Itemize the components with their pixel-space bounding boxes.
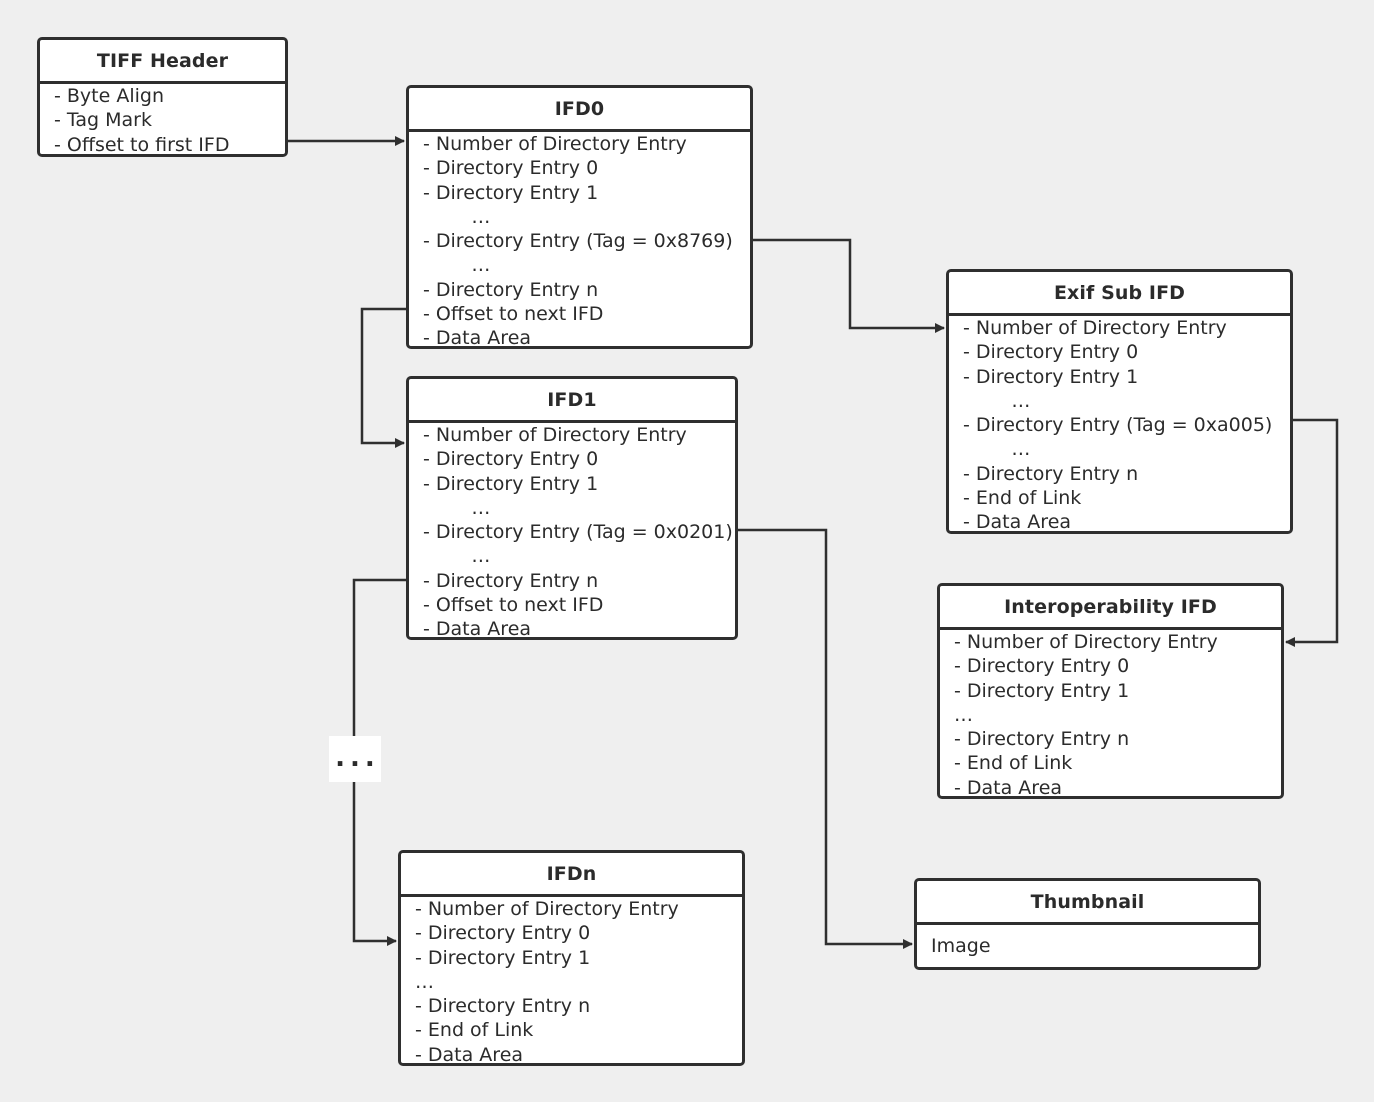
ifd1-field: … <box>423 496 491 519</box>
arrow-exif-sub-ifd-to-interoperability-ifd <box>1285 418 1339 647</box>
exif-sub-ifd-fields: - Number of Directory Entry - Directory … <box>949 316 1290 534</box>
tiff-header-box: TIFF Header - Byte Align - Tag Mark - Of… <box>37 37 288 157</box>
exif-sub-ifd-field: … <box>963 389 1031 412</box>
tiff-header-field: - Tag Mark <box>54 109 152 132</box>
arrow-ifd0-to-exif-sub-ifd <box>751 238 945 333</box>
interoperability-ifd-field: - Directory Entry n <box>954 728 1130 751</box>
exif-sub-ifd-field: - End of Link <box>963 487 1082 510</box>
tiff-header-field: - Byte Align <box>54 85 165 107</box>
ifd0-field: - Directory Entry n <box>423 278 599 301</box>
ifd1-field: - Directory Entry (Tag = 0x0201) <box>423 521 733 544</box>
exif-sub-ifd-field: - Directory Entry 0 <box>963 341 1139 364</box>
interoperability-ifd-title: Interoperability IFD <box>940 586 1281 630</box>
ifd1-field: - Offset to next IFD <box>423 594 604 617</box>
ellipsis-label: ... <box>329 736 381 782</box>
ifd0-field: … <box>423 254 491 277</box>
interoperability-ifd-field: - Data Area <box>954 776 1063 799</box>
ellipsis-text: ... <box>335 743 380 773</box>
ifdn-field: - Number of Directory Entry <box>415 898 679 920</box>
ifd1-field: - Data Area <box>423 618 532 640</box>
ifd1-fields: - Number of Directory Entry - Directory … <box>409 423 735 640</box>
ifdn-field: - Directory Entry 0 <box>415 922 591 945</box>
thumbnail-field: Image <box>931 935 991 957</box>
ifdn-box: IFDn - Number of Directory Entry - Direc… <box>398 850 745 1066</box>
exif-sub-ifd-field: - Directory Entry 1 <box>963 365 1139 388</box>
ifd1-title: IFD1 <box>409 379 735 423</box>
ifdn-field: - Directory Entry 1 <box>415 946 591 969</box>
interoperability-ifd-field: - Directory Entry 0 <box>954 655 1130 678</box>
interoperability-ifd-field: - Directory Entry 1 <box>954 679 1130 702</box>
ifd1-field: - Directory Entry n <box>423 569 599 592</box>
interoperability-ifd-fields: - Number of Directory Entry - Directory … <box>940 630 1281 799</box>
interoperability-ifd-field: - Number of Directory Entry <box>954 631 1218 653</box>
ifdn-field: … <box>415 970 434 993</box>
ifd0-field: - Number of Directory Entry <box>423 133 687 155</box>
ifd0-box: IFD0 - Number of Directory Entry - Direc… <box>406 85 753 349</box>
interoperability-ifd-field: - End of Link <box>954 752 1073 775</box>
tiff-header-field: - Offset to first IFD <box>54 133 230 156</box>
ifd0-field: - Directory Entry 0 <box>423 157 599 180</box>
ifd0-field: … <box>423 205 491 228</box>
ifdn-field: - Data Area <box>415 1043 524 1066</box>
tiff-header-fields: - Byte Align - Tag Mark - Offset to firs… <box>40 84 285 156</box>
arrow-ifd0-to-ifd1 <box>360 307 408 448</box>
ifd0-field: - Offset to next IFD <box>423 303 604 326</box>
ifd0-field: - Data Area <box>423 327 532 349</box>
ifd0-fields: - Number of Directory Entry - Directory … <box>409 132 750 349</box>
ifdn-fields: - Number of Directory Entry - Directory … <box>401 897 742 1066</box>
ifd0-title: IFD0 <box>409 88 750 132</box>
exif-sub-ifd-box: Exif Sub IFD - Number of Directory Entry… <box>946 269 1293 534</box>
tiff-header-title: TIFF Header <box>40 40 285 84</box>
exif-sub-ifd-field: - Directory Entry (Tag = 0xa005) <box>963 414 1273 437</box>
ifd1-box: IFD1 - Number of Directory Entry - Direc… <box>406 376 738 640</box>
thumbnail-fields: Image <box>917 925 1258 958</box>
thumbnail-box: Thumbnail Image <box>914 878 1261 970</box>
ifd0-field: - Directory Entry (Tag = 0x8769) <box>423 230 733 253</box>
ifd0-field: - Directory Entry 1 <box>423 181 599 204</box>
ifd1-field: … <box>423 545 491 568</box>
thumbnail-title: Thumbnail <box>917 881 1258 925</box>
exif-sub-ifd-title: Exif Sub IFD <box>949 272 1290 316</box>
exif-sub-ifd-field: - Data Area <box>963 511 1072 534</box>
ifdn-field: - Directory Entry n <box>415 995 591 1018</box>
ifdn-title: IFDn <box>401 853 742 897</box>
interoperability-ifd-box: Interoperability IFD - Number of Directo… <box>937 583 1284 799</box>
exif-sub-ifd-field: - Number of Directory Entry <box>963 317 1227 339</box>
ifd1-field: - Directory Entry 0 <box>423 448 599 471</box>
ifd1-field: - Directory Entry 1 <box>423 472 599 495</box>
arrow-ifd1-to-thumbnail <box>736 528 913 949</box>
ifdn-field: - End of Link <box>415 1019 534 1042</box>
interoperability-ifd-field: … <box>954 703 973 726</box>
ifd1-field: - Number of Directory Entry <box>423 424 687 446</box>
exif-sub-ifd-field: - Directory Entry n <box>963 462 1139 485</box>
exif-sub-ifd-field: … <box>963 438 1031 461</box>
